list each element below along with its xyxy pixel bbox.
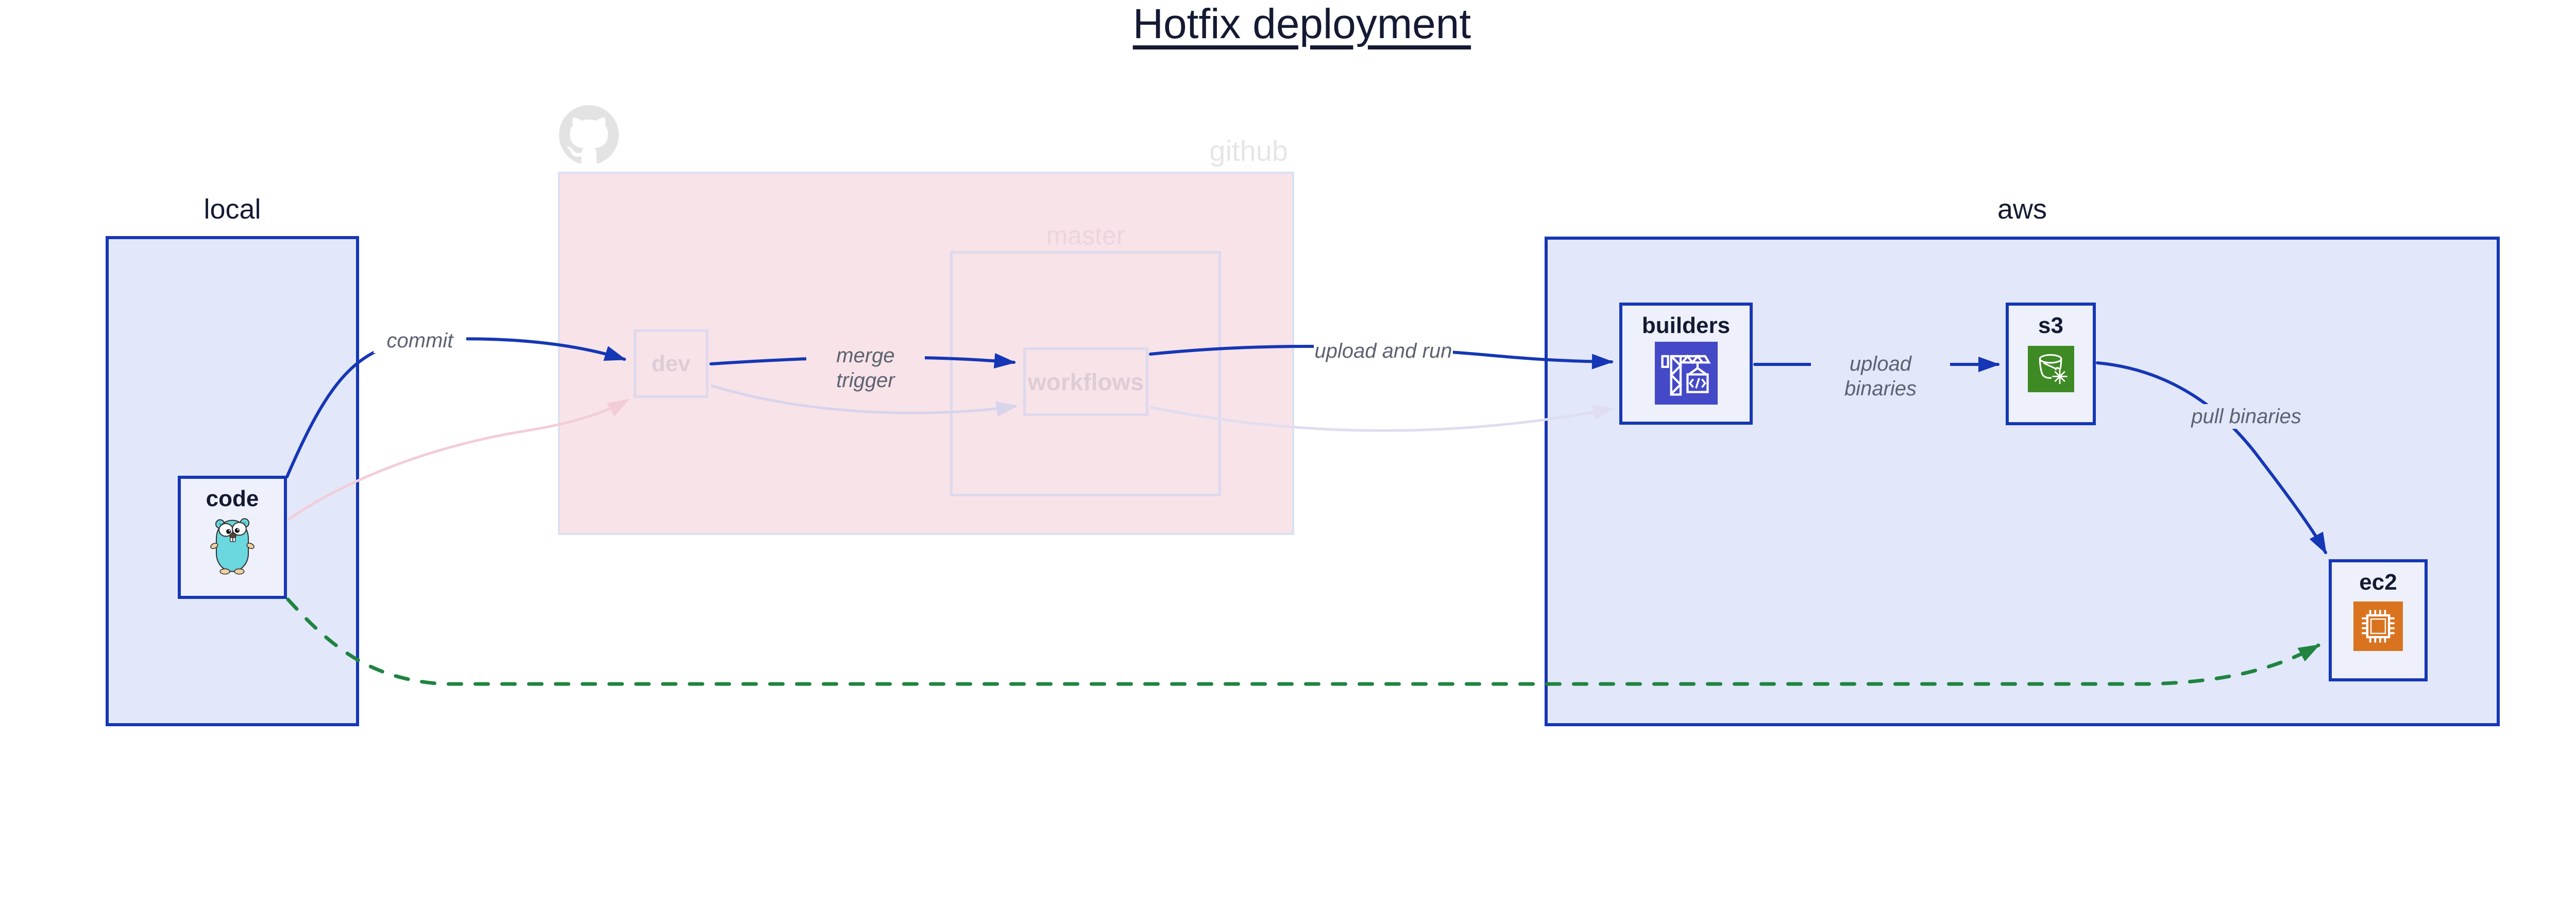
ec2-chip-icon — [2353, 602, 2403, 651]
node-code-label: code — [206, 486, 259, 511]
local-zone-label: local — [204, 194, 261, 225]
node-code: code — [178, 476, 287, 599]
edge-ghost-workflows-to-builders — [1150, 405, 1615, 432]
node-builders: builders — [1619, 303, 1753, 425]
github-logo-icon — [559, 105, 619, 165]
node-s3-label: s3 — [2038, 313, 2063, 338]
node-ec2-label: ec2 — [2359, 570, 2397, 595]
node-s3: s3 — [2006, 303, 2096, 425]
node-dev: dev — [634, 329, 708, 398]
edge-label-pull-binaries: pull binaries — [2187, 404, 2306, 429]
edge-label-commit: commit — [374, 328, 466, 353]
node-workflows: workflows — [1023, 347, 1148, 416]
edge-label-merge-trigger: merge trigger — [806, 343, 925, 393]
go-gopher-icon — [210, 518, 255, 575]
github-zone-label: github — [1209, 135, 1288, 167]
codebuild-crane-icon — [1654, 342, 1718, 405]
node-ec2: ec2 — [2329, 559, 2428, 681]
master-zone — [950, 251, 1221, 496]
node-dev-label: dev — [651, 350, 691, 376]
aws-zone-label: aws — [1997, 194, 2047, 225]
node-builders-label: builders — [1641, 313, 1731, 338]
edge-label-upload-and-run: upload and run — [1314, 339, 1453, 363]
edge-commit — [285, 337, 626, 478]
s3-bucket-icon — [2027, 346, 2074, 392]
master-zone-label: master — [1046, 221, 1125, 250]
diagram-title: Hotfix deployment — [1132, 1, 1471, 47]
edge-hotfix-deploy-dashed — [286, 597, 2320, 686]
edge-label-upload-binaries: upload binaries — [1811, 352, 1950, 401]
edge-ghost-dev-to-workflows — [710, 384, 1018, 417]
edge-ghost-code-to-dev — [287, 398, 630, 521]
edge-pull-binaries — [2096, 361, 2327, 555]
node-workflows-label: workflows — [1028, 368, 1144, 395]
